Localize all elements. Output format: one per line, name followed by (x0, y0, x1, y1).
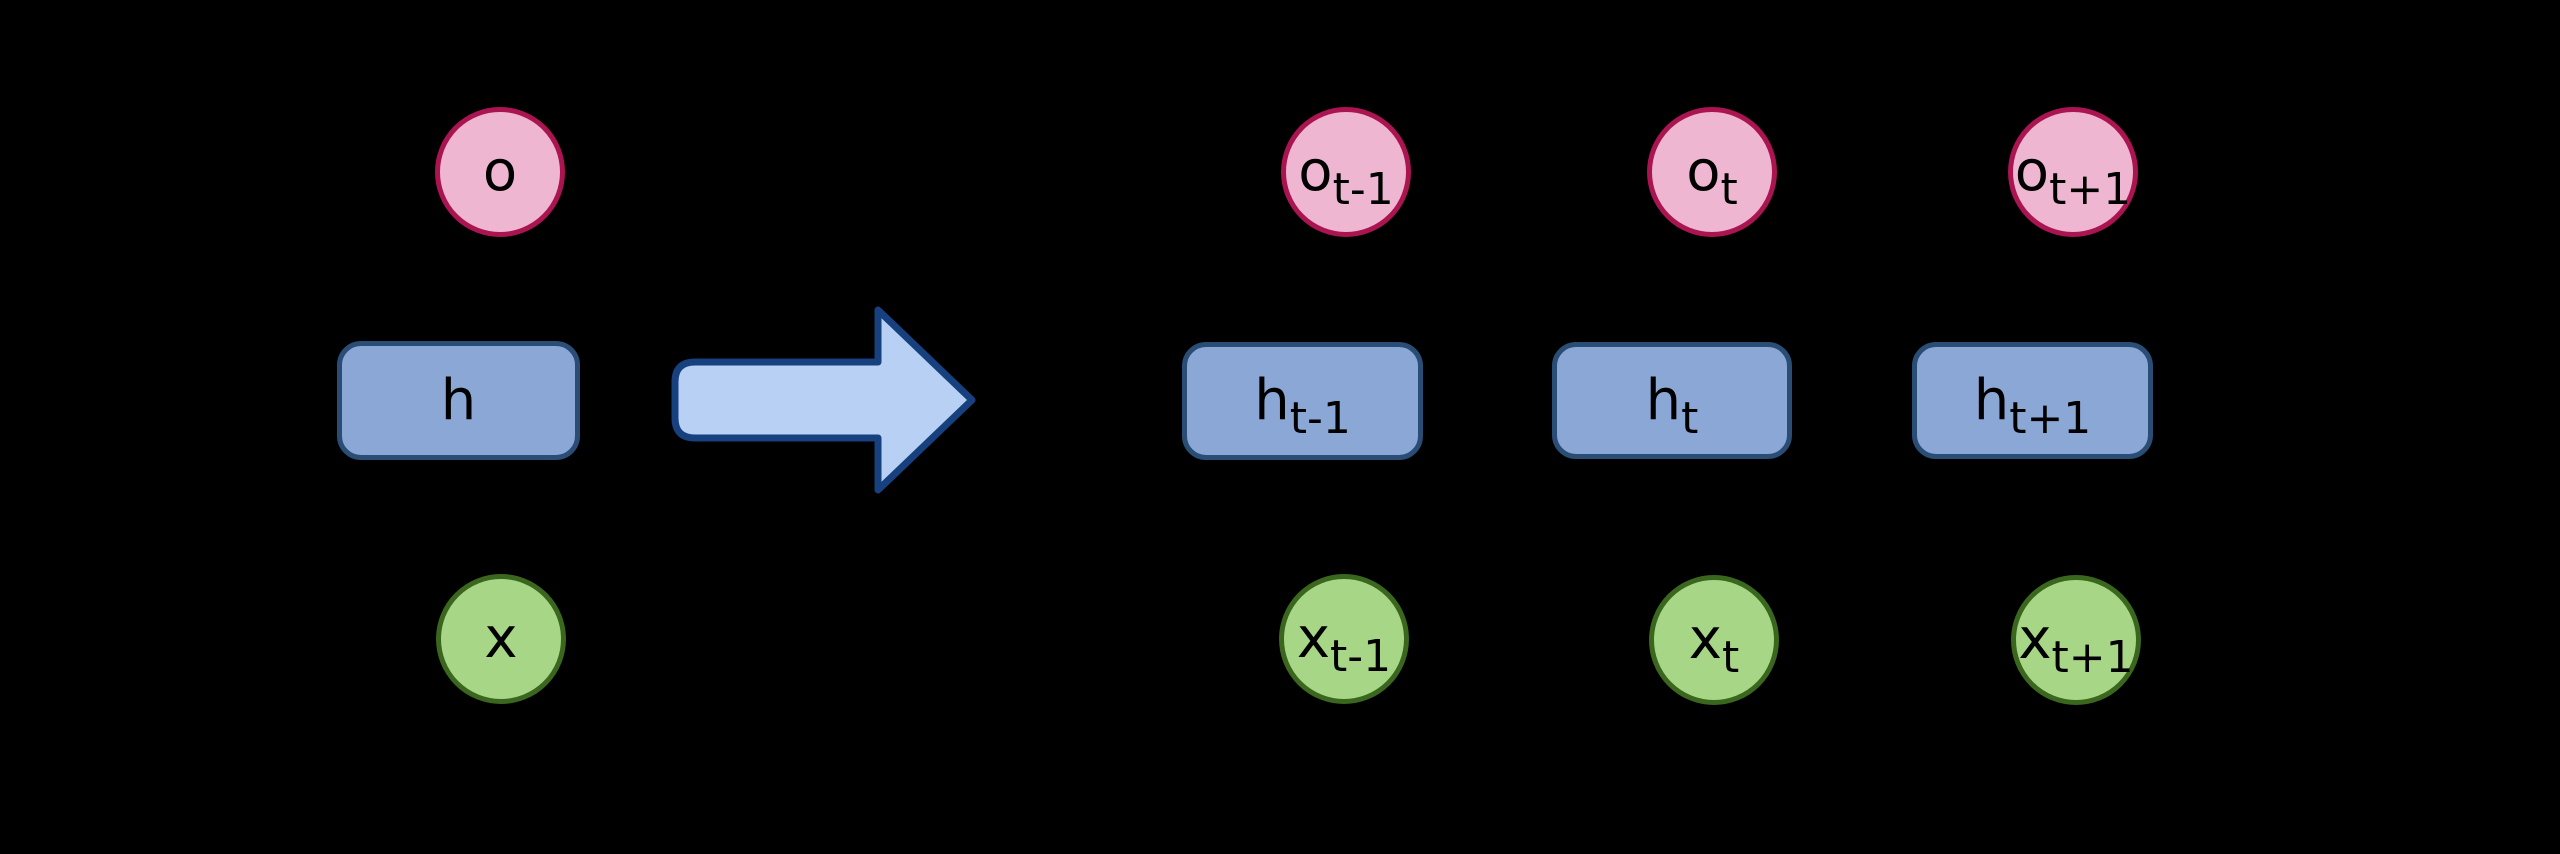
node-label: o (482, 139, 518, 204)
folded-hidden-node: h (337, 341, 580, 460)
node-label: h (440, 367, 477, 433)
folded-input-node: x (436, 574, 566, 704)
node-label: x (484, 606, 518, 671)
folded-output-node: o (435, 107, 565, 237)
unfold-arrow (671, 306, 976, 494)
unfold-arrow-shape (671, 306, 976, 494)
